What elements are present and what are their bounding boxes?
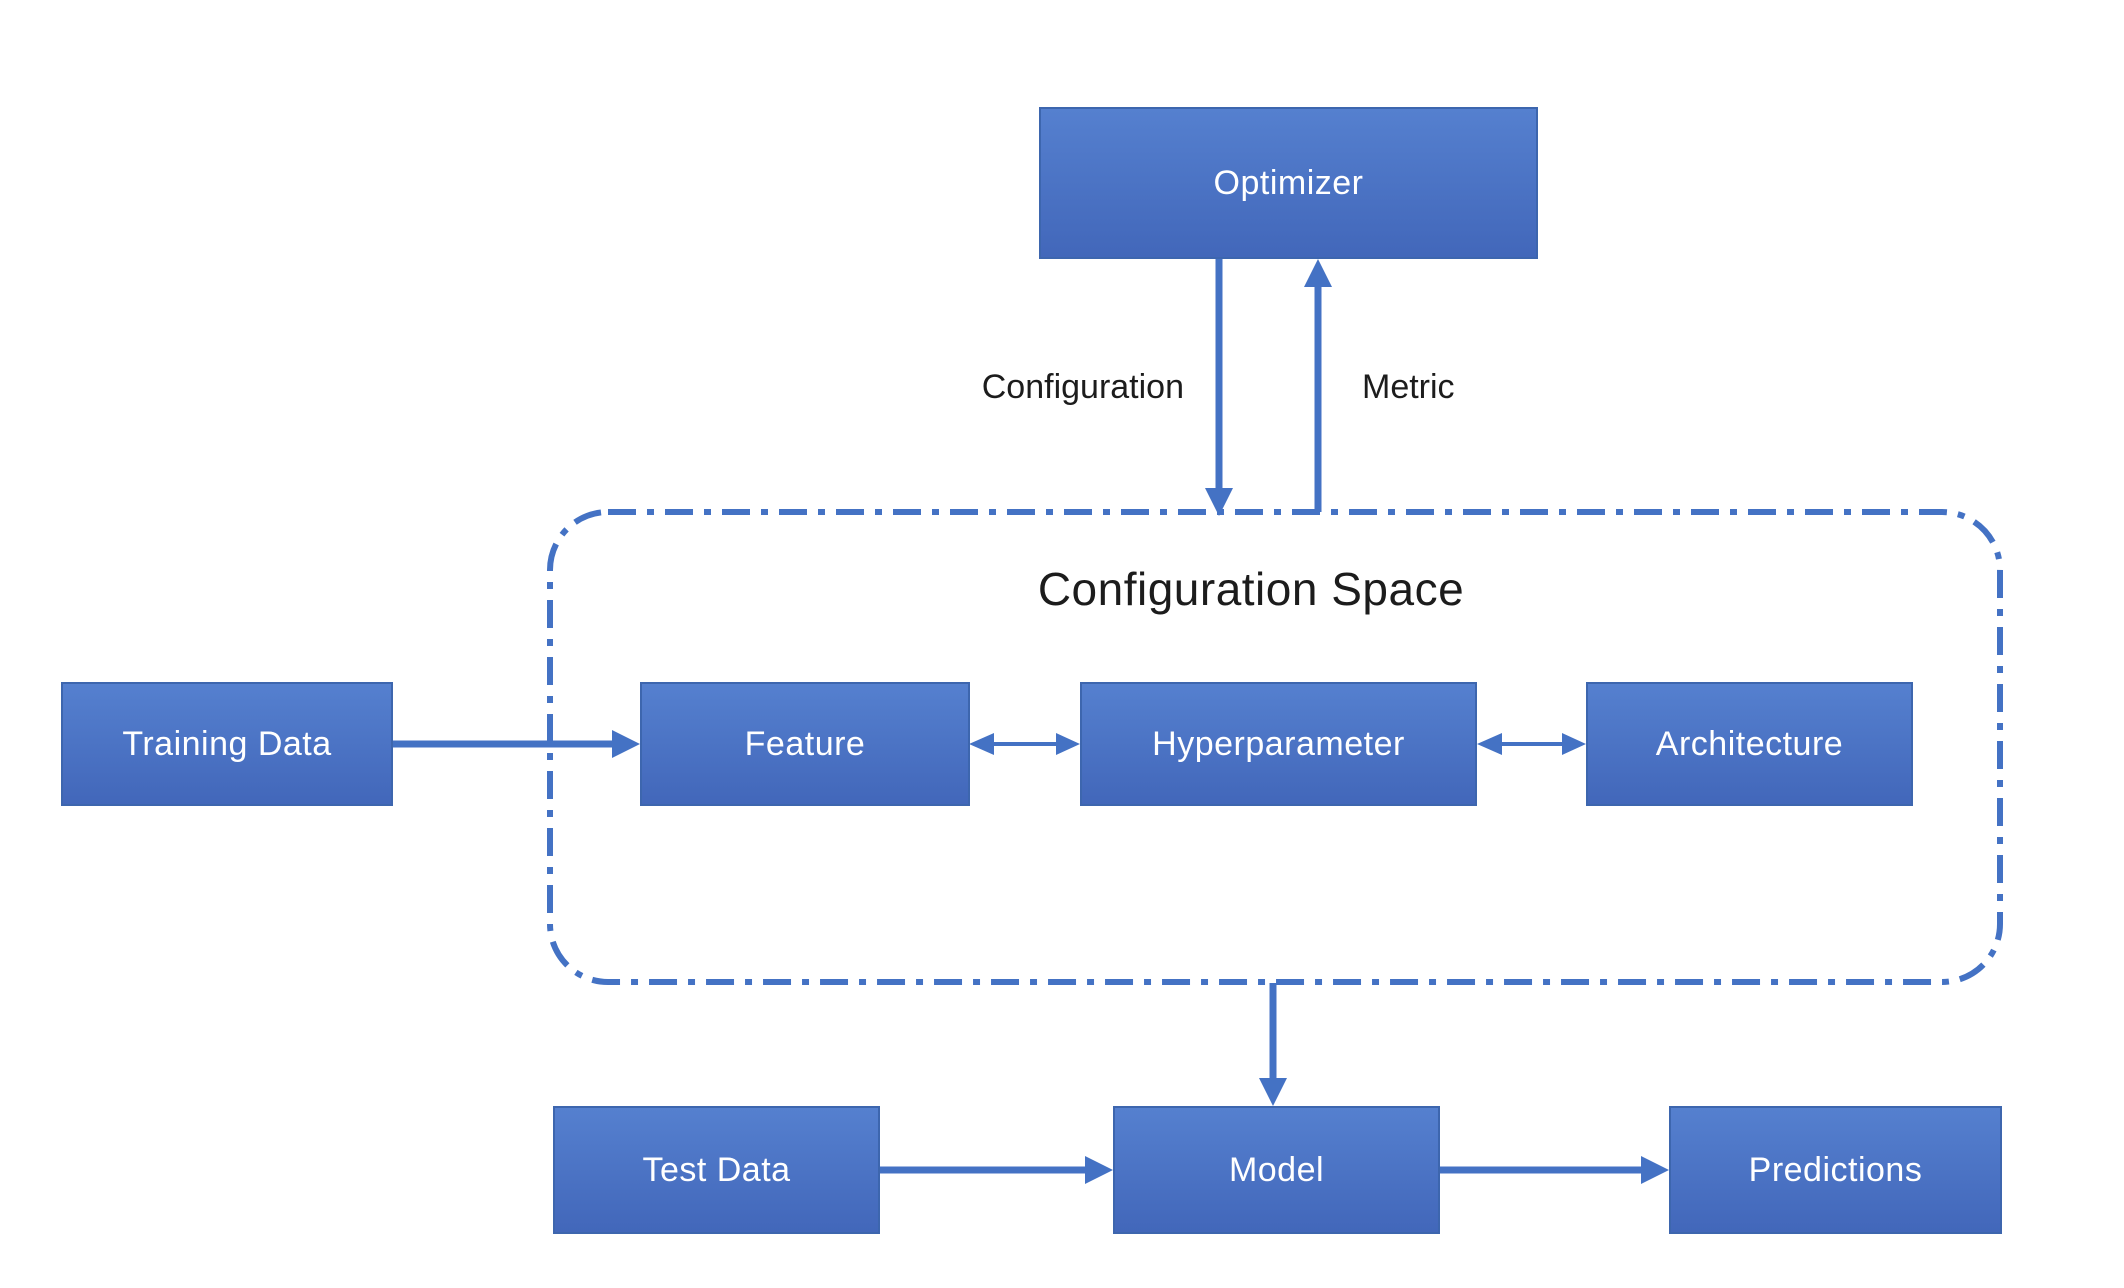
node-optimizer-label: Optimizer	[1213, 163, 1364, 202]
node-feature-label: Feature	[744, 724, 866, 763]
node-model-label: Model	[1228, 1150, 1325, 1189]
edge-metric-up-arrow	[1304, 259, 1332, 512]
node-architecture: Architecture	[1586, 682, 1913, 806]
edge-space-to-model-arrow	[1259, 983, 1287, 1106]
node-architecture-label: Architecture	[1655, 724, 1844, 763]
metric-edge-label: Metric	[1362, 368, 1455, 406]
node-hyperparameter: Hyperparameter	[1080, 682, 1477, 806]
node-feature: Feature	[640, 682, 970, 806]
node-training-data: Training Data	[61, 682, 393, 806]
edge-feature-hyperparameter-double-arrow	[969, 733, 1080, 755]
node-predictions: Predictions	[1669, 1106, 2002, 1234]
node-hyperparameter-label: Hyperparameter	[1152, 724, 1405, 763]
node-optimizer: Optimizer	[1039, 107, 1538, 259]
configuration-space-title: Configuration Space	[1037, 563, 1465, 615]
node-test-data-label: Test Data	[642, 1150, 791, 1189]
configuration-space-dashed-border	[547, 509, 2003, 985]
node-test-data: Test Data	[553, 1106, 880, 1234]
configuration-edge-label: Configuration	[981, 368, 1184, 406]
node-training-data-label: Training Data	[122, 724, 332, 763]
edge-training-to-feature-arrow	[393, 730, 640, 758]
node-predictions-label: Predictions	[1748, 1150, 1923, 1189]
node-model: Model	[1113, 1106, 1440, 1234]
edge-configuration-down-arrow	[1205, 259, 1233, 516]
edge-test-to-model-arrow	[880, 1156, 1113, 1184]
edge-hyperparameter-architecture-double-arrow	[1477, 733, 1586, 755]
edge-model-to-predictions-arrow	[1440, 1156, 1669, 1184]
